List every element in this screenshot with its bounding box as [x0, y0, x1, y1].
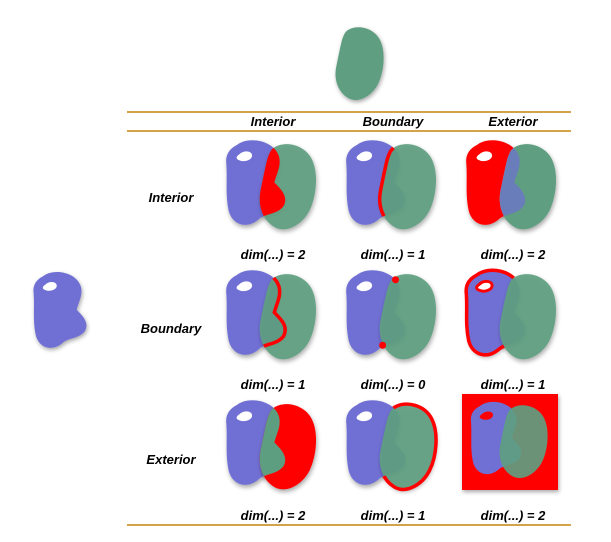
cell-exterior-exterior: [462, 394, 558, 490]
cell-boundary-interior: [226, 270, 317, 360]
shape-a-standalone: [33, 272, 87, 348]
dim-exterior-boundary: dim(...) = 1: [360, 508, 426, 523]
top-rule: [127, 111, 571, 113]
cell-boundary-exterior: [464, 268, 557, 360]
dim-boundary-interior: dim(...) = 1: [240, 377, 306, 392]
shape-b-standalone: [335, 27, 384, 101]
cell-exterior-interior: [226, 400, 317, 490]
column-header-interior: Interior: [250, 114, 296, 129]
header-rule: [127, 130, 571, 132]
cell-interior-boundary: [346, 140, 437, 230]
column-header-exterior: Exterior: [488, 114, 538, 129]
dim-interior-exterior: dim(...) = 2: [480, 247, 546, 262]
cell-interior-interior: [226, 140, 317, 230]
cell-exterior-boundary: [346, 400, 438, 492]
dim-exterior-interior: dim(...) = 2: [240, 508, 306, 523]
column-header-boundary: Boundary: [362, 114, 424, 129]
row-header-boundary: Boundary: [140, 321, 202, 336]
cell-boundary-boundary: [346, 270, 437, 360]
dim-exterior-exterior: dim(...) = 2: [480, 508, 546, 523]
row-header-interior: Interior: [148, 190, 194, 205]
dim-interior-boundary: dim(...) = 1: [360, 247, 426, 262]
dim-boundary-exterior: dim(...) = 1: [480, 377, 546, 392]
bottom-rule: [127, 524, 571, 526]
dim-boundary-boundary: dim(...) = 0: [360, 377, 426, 392]
cell-interior-exterior: [466, 140, 557, 230]
dim-interior-interior: dim(...) = 2: [240, 247, 306, 262]
row-header-exterior: Exterior: [146, 452, 196, 467]
